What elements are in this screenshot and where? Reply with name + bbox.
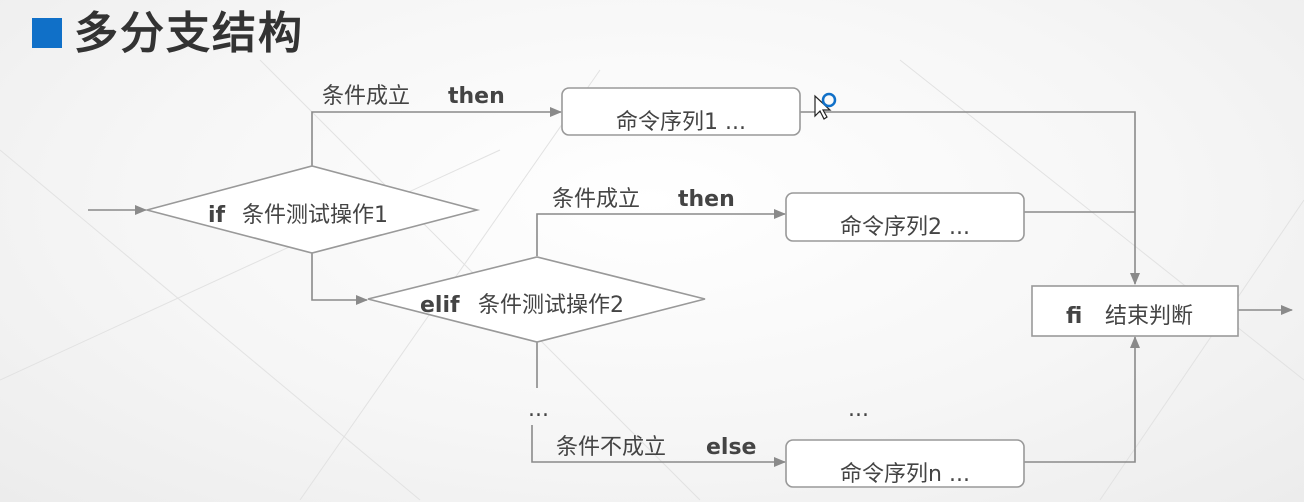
command-box-2: 命令序列2 ... bbox=[785, 192, 1025, 242]
mouse-cursor-icon bbox=[814, 92, 837, 120]
else-condition: 条件不成立 bbox=[556, 435, 666, 460]
command-box-1: 命令序列1 ... bbox=[561, 87, 801, 136]
fi-box: fi 结束判断 bbox=[1031, 285, 1239, 337]
if-decision: if 条件测试操作1 bbox=[143, 165, 481, 254]
elif-keyword: elif bbox=[420, 293, 460, 318]
then-arrow-2 bbox=[536, 209, 786, 256]
then-arrow-1 bbox=[311, 107, 562, 166]
merge-arrow-1 bbox=[800, 111, 1140, 285]
branch1-keyword: then bbox=[448, 84, 505, 109]
elif-condition-text: 条件测试操作2 bbox=[478, 293, 624, 318]
page-title: 多分支结构 bbox=[74, 8, 304, 59]
fi-text: 结束判断 bbox=[1105, 304, 1193, 329]
branch2-condition: 条件成立 bbox=[552, 187, 640, 212]
command-2-text: 命令序列2 ... bbox=[840, 215, 970, 240]
command-1-text: 命令序列1 ... bbox=[616, 110, 746, 135]
elif-diamond-shape bbox=[367, 256, 706, 343]
ellipsis-left: ... bbox=[528, 397, 549, 422]
title-bullet bbox=[32, 18, 62, 48]
branch1-condition: 条件成立 bbox=[322, 84, 410, 109]
elif-decision: elif 条件测试操作2 bbox=[367, 256, 706, 343]
command-n-text: 命令序列n ... bbox=[840, 462, 970, 487]
cursor-indicator-icon bbox=[821, 92, 837, 108]
fi-keyword: fi bbox=[1066, 304, 1082, 329]
else-arrow bbox=[531, 425, 786, 467]
if-keyword: if bbox=[208, 203, 226, 228]
branch2-keyword: then bbox=[678, 187, 735, 212]
if-condition-text: 条件测试操作1 bbox=[242, 203, 388, 228]
else-keyword: else bbox=[706, 435, 756, 460]
command-box-n: 命令序列n ... bbox=[785, 439, 1025, 488]
ellipsis-right: ... bbox=[848, 397, 869, 422]
connectors bbox=[88, 107, 1293, 467]
if-diamond-shape bbox=[143, 165, 481, 254]
merge-arrow-n bbox=[1024, 336, 1140, 463]
to-elif-arrow bbox=[311, 253, 368, 305]
